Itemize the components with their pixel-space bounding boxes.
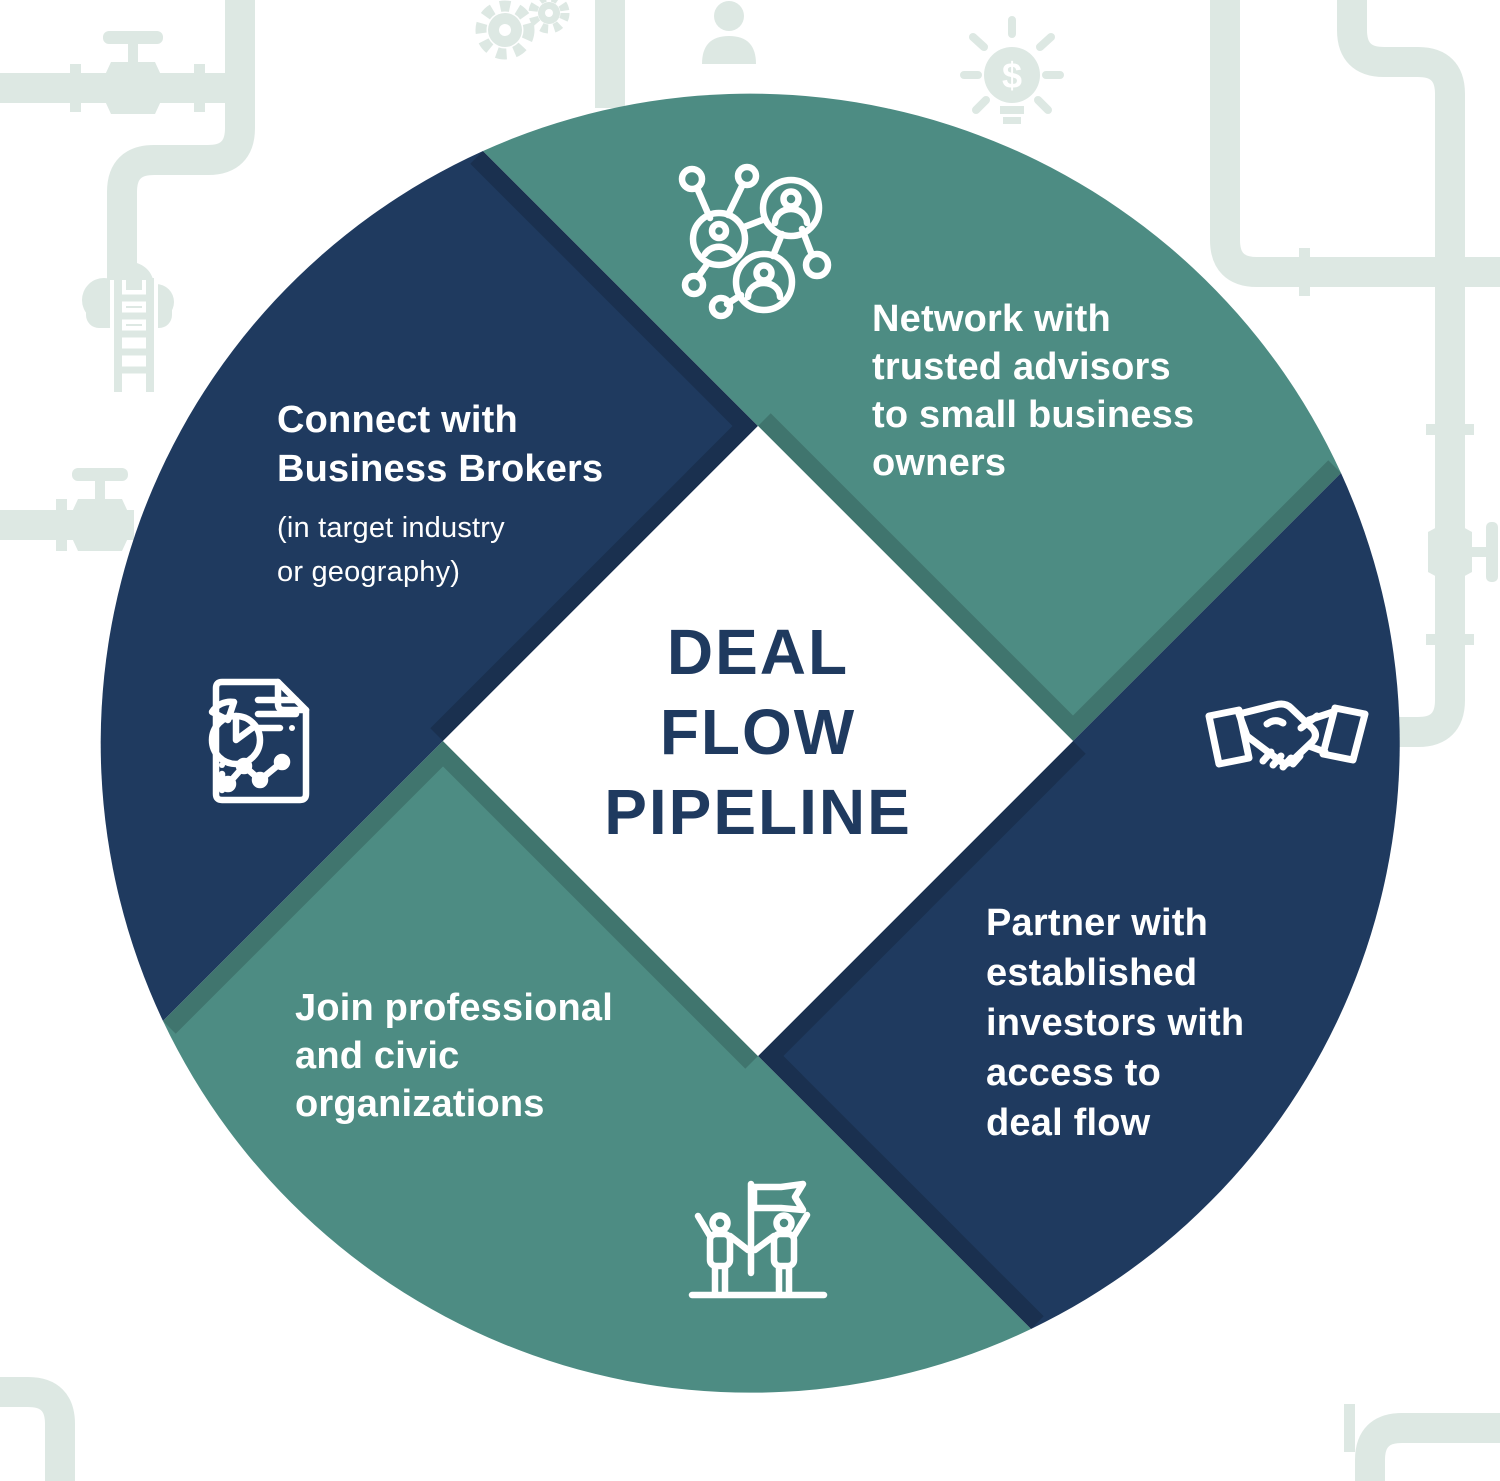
quadrant-subtext-line: (in target industry xyxy=(277,512,505,544)
quadrant-heading-line: Network with xyxy=(872,298,1111,340)
person-bust-icon xyxy=(702,1,756,64)
center-diamond xyxy=(443,426,1073,1056)
quadrant-heading-line: and civic xyxy=(295,1035,460,1077)
pipe-right-vertical-run xyxy=(1337,0,1465,747)
quadrant-heading-line: Connect with xyxy=(277,399,518,441)
diagram-title-line: PIPELINE xyxy=(604,776,912,848)
quadrant-heading-line: investors with xyxy=(986,1002,1245,1044)
quadrant-text-connect-with-business-brokers: Connect with Business Brokers (in target… xyxy=(277,396,603,594)
pipe-bottom-right-elbow xyxy=(1355,1413,1500,1481)
quadrant-heading-line: established xyxy=(986,952,1198,994)
dollar-sign-glyph: $ xyxy=(1002,55,1022,96)
quadrant-heading-line: Join professional xyxy=(295,987,614,1029)
quadrant-heading-line: owners xyxy=(872,442,1007,484)
diagram-title-line: FLOW xyxy=(659,696,857,768)
quadrant-subtext: (in target industry or geography) xyxy=(277,506,603,594)
gears-icon xyxy=(475,0,570,60)
pipe-top-left-snake xyxy=(107,0,255,300)
quadrant-top-left xyxy=(100,151,758,1021)
quadrant-bottom-left xyxy=(163,741,1031,1393)
quadrant-heading-line: deal flow xyxy=(986,1102,1151,1144)
quadrant-heading-line: to small business xyxy=(872,394,1195,436)
pipe-top-right-elbow xyxy=(1210,0,1500,287)
gate-valve-left-middle-icon xyxy=(66,468,134,551)
quadrant-text-network-with-trusted-advisors: Network with trusted advisors to small b… xyxy=(872,295,1194,487)
gate-valve-top-left-icon xyxy=(99,31,167,114)
quadrant-bottom-right xyxy=(758,473,1400,1329)
diagram-title-line: DEAL xyxy=(666,616,850,688)
ladder-icon xyxy=(110,278,158,392)
diagram-title: DEAL FLOW PIPELINE xyxy=(508,612,1008,852)
idea-dollar-bulb-icon: $ xyxy=(960,16,1064,124)
quadrant-heading-line: Business Brokers xyxy=(277,448,604,490)
quadrant-heading-line: Partner with xyxy=(986,902,1208,944)
quadrant-heading-line: access to xyxy=(986,1052,1162,1094)
pipe-flanges xyxy=(56,64,1474,1452)
report-chart-icon xyxy=(208,678,310,804)
people-network-icon xyxy=(678,163,832,320)
handshake-icon xyxy=(1205,700,1369,771)
team-flag-icon xyxy=(688,1180,828,1299)
pipe-bottom-left-elbow xyxy=(0,1377,75,1481)
valve-right-side-icon xyxy=(1428,520,1498,584)
quadrant-text-partner-with-established-investors: Partner with established investors with … xyxy=(986,898,1244,1148)
quadrant-heading-line: organizations xyxy=(295,1083,545,1125)
quadrant-text-join-professional-organizations: Join professional and civic organization… xyxy=(295,984,613,1128)
quadrant-subtext-line: or geography) xyxy=(277,556,461,588)
quadrant-heading-line: trusted advisors xyxy=(872,346,1171,388)
